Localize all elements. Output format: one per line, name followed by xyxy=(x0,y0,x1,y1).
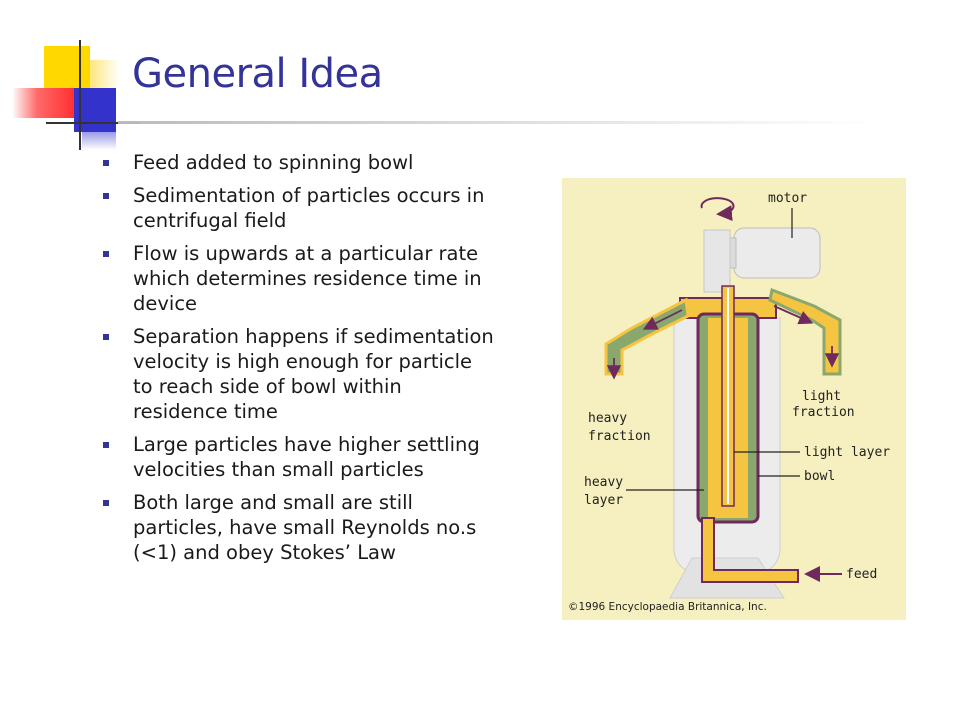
bullet-text: Flow is upwards at a particular rate whi… xyxy=(133,242,482,315)
bullet-text: Feed added to spinning bowl xyxy=(133,151,414,174)
motor-body xyxy=(733,227,821,279)
decor-blue-glow xyxy=(82,132,116,150)
copyright-notice: ©1996 Encyclopaedia Britannica, Inc. xyxy=(568,601,767,613)
decor-red-square xyxy=(12,88,74,118)
label-heavy-layer-1: heavy xyxy=(584,475,623,490)
label-heavy-fraction-1: heavy xyxy=(588,411,627,426)
bullet-item: Flow is upwards at a particular rate whi… xyxy=(100,241,495,316)
label-light-fraction-1: light xyxy=(802,389,841,404)
bullet-text: Sedimentation of particles occurs in cen… xyxy=(133,184,485,232)
heavy-flow-arrow-icon xyxy=(642,309,683,330)
decor-blue-square xyxy=(74,88,116,132)
decor-horizontal-line xyxy=(46,122,140,124)
bullet-text: Both large and small are still particles… xyxy=(133,491,477,564)
bullet-item: Sedimentation of particles occurs in cen… xyxy=(100,183,495,233)
light-flow-arrow-icon xyxy=(773,305,814,325)
light-outlet-duct xyxy=(768,287,842,376)
label-motor: motor xyxy=(768,191,807,206)
bullet-item: Large particles have higher settling vel… xyxy=(100,432,495,482)
centrifuge-diagram: motor light fraction heavy fraction ligh… xyxy=(562,178,906,620)
bullet-square-icon xyxy=(103,160,109,166)
bullet-square-icon xyxy=(103,500,109,506)
title-underline xyxy=(118,121,878,124)
bullet-text: Large particles have higher settling vel… xyxy=(133,433,480,481)
bullet-item: Separation happens if sedimentation velo… xyxy=(100,324,495,424)
bullet-square-icon xyxy=(103,334,109,340)
bullet-list: Feed added to spinning bowl Sedimentatio… xyxy=(100,150,495,573)
label-feed: feed xyxy=(846,567,877,582)
feed-pipe xyxy=(701,517,799,583)
centrifuge-svg: motor light fraction heavy fraction ligh… xyxy=(562,178,906,620)
slide-title: General Idea xyxy=(132,51,383,97)
bullet-square-icon xyxy=(103,193,109,199)
bullet-square-icon xyxy=(103,251,109,257)
heavy-outlet-duct xyxy=(604,297,690,376)
label-light-layer: light layer xyxy=(804,445,890,460)
label-light-fraction-2: fraction xyxy=(792,405,855,420)
label-bowl: bowl xyxy=(804,469,835,484)
corner-decoration xyxy=(0,0,140,160)
decor-vertical-line xyxy=(79,40,81,150)
decor-yellow-glow xyxy=(90,60,120,90)
label-heavy-fraction-2: fraction xyxy=(588,429,651,444)
rotation-arrow-icon xyxy=(700,197,735,222)
bullet-square-icon xyxy=(103,442,109,448)
decor-yellow-square xyxy=(44,46,90,90)
label-heavy-layer-2: layer xyxy=(584,493,623,508)
bullet-item: Feed added to spinning bowl xyxy=(100,150,495,175)
bullet-item: Both large and small are still particles… xyxy=(100,490,495,565)
drive-shaft-housing xyxy=(703,229,731,293)
bullet-text: Separation happens if sedimentation velo… xyxy=(133,325,494,423)
